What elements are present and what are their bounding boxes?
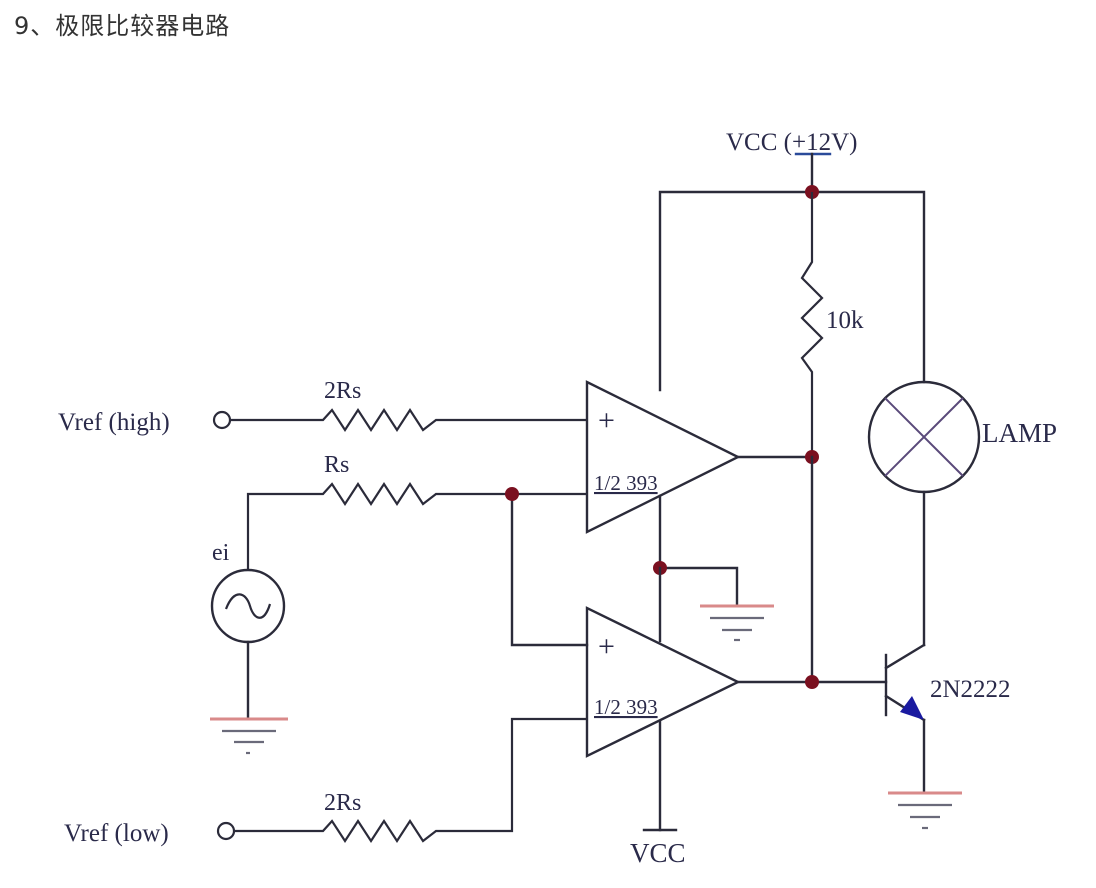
vcc-top-label: VCC (+12V) [726,129,857,156]
vref-low-input [216,717,587,844]
comparator-bottom [585,455,888,832]
resistor-2rs-high-label: 2Rs [324,378,361,404]
comparator-top-plus: + [598,404,615,437]
source-label: ei [212,540,230,566]
resistor-rs-label: Rs [324,452,349,478]
resistor-10k [800,192,824,456]
vcc-bottom-label: VCC [630,838,686,868]
comparator-bottom-plus: + [598,630,615,663]
resistor-2rs-low-label: 2Rs [324,790,361,816]
vref-high-label: Vref (high) [58,409,170,436]
lamp-symbol [867,380,981,647]
rs-input-path [246,481,589,647]
page-title: 9、极限比较器电路 [14,12,231,40]
transistor-label: 2N2222 [930,676,1011,703]
resistor-10k-label: 10k [826,307,864,334]
lamp-label: LAMP [982,418,1057,448]
comparator-ground [658,566,774,642]
junction-input [505,487,519,501]
comparator-bottom-label: 1/2 393 [594,695,658,719]
ac-source [210,568,288,755]
junction-output-bottom [805,675,819,689]
top-rail-wire [658,190,926,392]
comparator-top [585,380,814,570]
vref-low-label: Vref (low) [64,820,169,847]
vref-high-input [212,407,587,433]
comparator-top-label: 1/2 393 [594,471,658,495]
transistor-2n2222 [884,643,962,830]
